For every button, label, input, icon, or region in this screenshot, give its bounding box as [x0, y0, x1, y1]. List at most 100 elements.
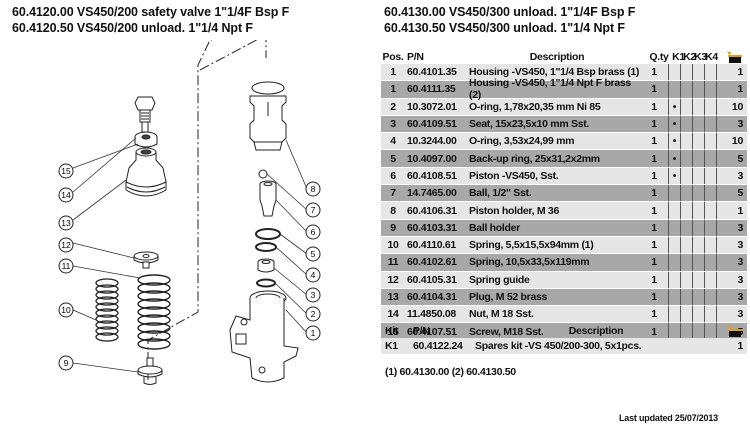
parts-table: Pos. P/N Description Q.ty K1 K2 K3 K4 1 6… [381, 50, 747, 341]
part-spring-large [137, 274, 171, 350]
part-seat [257, 258, 275, 273]
row-pn: 60.4108.51 [407, 169, 457, 182]
row-stock: 1 [716, 202, 747, 219]
row-k1 [668, 64, 680, 81]
row-k2 [680, 133, 692, 150]
part-ball [258, 169, 268, 179]
callout-5: 5 [305, 246, 321, 262]
svg-text:1: 1 [311, 328, 316, 338]
row-qty: 1 [651, 100, 657, 113]
row-stock: 5 [716, 185, 747, 202]
callout-12: 12 [58, 237, 74, 253]
row-qty: 1 [651, 256, 657, 269]
header-description: Description [529, 51, 585, 63]
header-stock [717, 50, 747, 64]
row-qty: 1 [651, 291, 657, 303]
part-backup-ring [255, 228, 281, 240]
row-k2 [680, 306, 692, 323]
callout-9: 9 [58, 355, 74, 371]
row-k1 [668, 81, 680, 98]
row-k2 [680, 323, 692, 340]
kit-id: K1 [385, 340, 398, 353]
callout-10: 10 [58, 302, 74, 318]
part-screw [134, 96, 156, 133]
row-qty: 1 [651, 187, 657, 200]
row-description: Ball, 1/2" Sst. [469, 187, 532, 200]
row-k1 [668, 306, 680, 323]
row-pn: 60.4107.51 [407, 325, 457, 338]
header-kit: Kit [385, 325, 399, 337]
row-k3 [692, 236, 704, 254]
row-qty: 1 [651, 221, 657, 234]
callout-15: 15 [58, 163, 74, 179]
row-description: Seat, 15x23,5x10 mm Sst. [469, 118, 590, 131]
row-description: Housing -VS450, 1"1/4 Npt F brass (2) [469, 77, 631, 102]
parts-table-header: Pos. P/N Description Q.ty K1 K2 K3 K4 [381, 50, 747, 64]
row-qty: 1 [651, 325, 657, 338]
row-k2 [680, 64, 692, 81]
callout-8: 8 [305, 181, 321, 197]
last-updated: Last updated 25/07/2013 [619, 413, 718, 423]
left-title: 60.4120.00 VS450/200 safety valve 1"1/4F… [12, 4, 289, 36]
row-pn: 60.4111.35 [407, 83, 456, 96]
row-k4 [704, 167, 716, 185]
row-k4 [704, 271, 716, 288]
part-o-ring-small [256, 278, 276, 288]
row-k4 [704, 185, 716, 202]
row-stock: 1 [716, 81, 747, 98]
row-description: Spring, 5,5x15,5x94mm (1) [469, 239, 594, 252]
row-k4 [704, 150, 716, 167]
row-pos: 9 [390, 221, 396, 234]
row-qty: 1 [651, 308, 657, 321]
row-description: Plug, M 52 brass [469, 291, 548, 303]
row-pos: 7 [390, 187, 396, 200]
row-k1: • [668, 150, 680, 167]
row-pos: 2 [390, 100, 396, 113]
row-pos: 6 [390, 169, 396, 182]
row-k1 [668, 219, 680, 236]
header-pn: P/N [407, 51, 424, 63]
right-title-line1: 60.4130.00 VS450/300 unload. 1"1/4F Bsp … [384, 5, 636, 19]
row-qty: 1 [651, 66, 657, 79]
table-row: 1 60.4111.35 Housing -VS450, 1"1/4 Npt F b… [381, 77, 747, 101]
row-k2 [680, 254, 692, 271]
row-description: Spring, 10,5x33,5x119mm [469, 256, 590, 269]
row-qty: 1 [651, 169, 657, 182]
row-k3 [692, 323, 704, 340]
svg-text:4: 4 [311, 270, 316, 280]
header-k4: K4 [705, 51, 718, 63]
row-pn: 10.3244.00 [407, 135, 457, 148]
kit-description: Spares kit -VS 450/200-300, 5x1pcs. [475, 340, 642, 353]
row-qty: 1 [651, 204, 657, 217]
row-stock: 10 [716, 98, 747, 115]
svg-text:10: 10 [61, 305, 71, 315]
row-k4 [704, 288, 716, 306]
svg-text:13: 13 [61, 218, 71, 228]
row-stock: 10 [716, 133, 747, 150]
row-stock: 3 [716, 236, 747, 254]
callout-3: 3 [305, 287, 321, 303]
row-pos: 3 [390, 118, 396, 131]
part-nut [134, 131, 158, 148]
row-k3 [692, 64, 704, 81]
row-description: O-ring, 1,78x20,35 mm Ni 85 [469, 100, 601, 113]
row-k1: • [668, 133, 680, 150]
row-k1: • [668, 167, 680, 185]
part-piston-holder [249, 81, 287, 151]
row-pn: 14.7465.00 [407, 187, 457, 200]
row-k2 [680, 288, 692, 306]
box-icon [727, 324, 742, 337]
part-housing [229, 290, 299, 383]
row-k3 [692, 288, 704, 306]
row-pn: 11.4850.08 [407, 308, 456, 321]
header-k2: K2 [683, 51, 696, 63]
row-qty: 1 [651, 83, 657, 96]
